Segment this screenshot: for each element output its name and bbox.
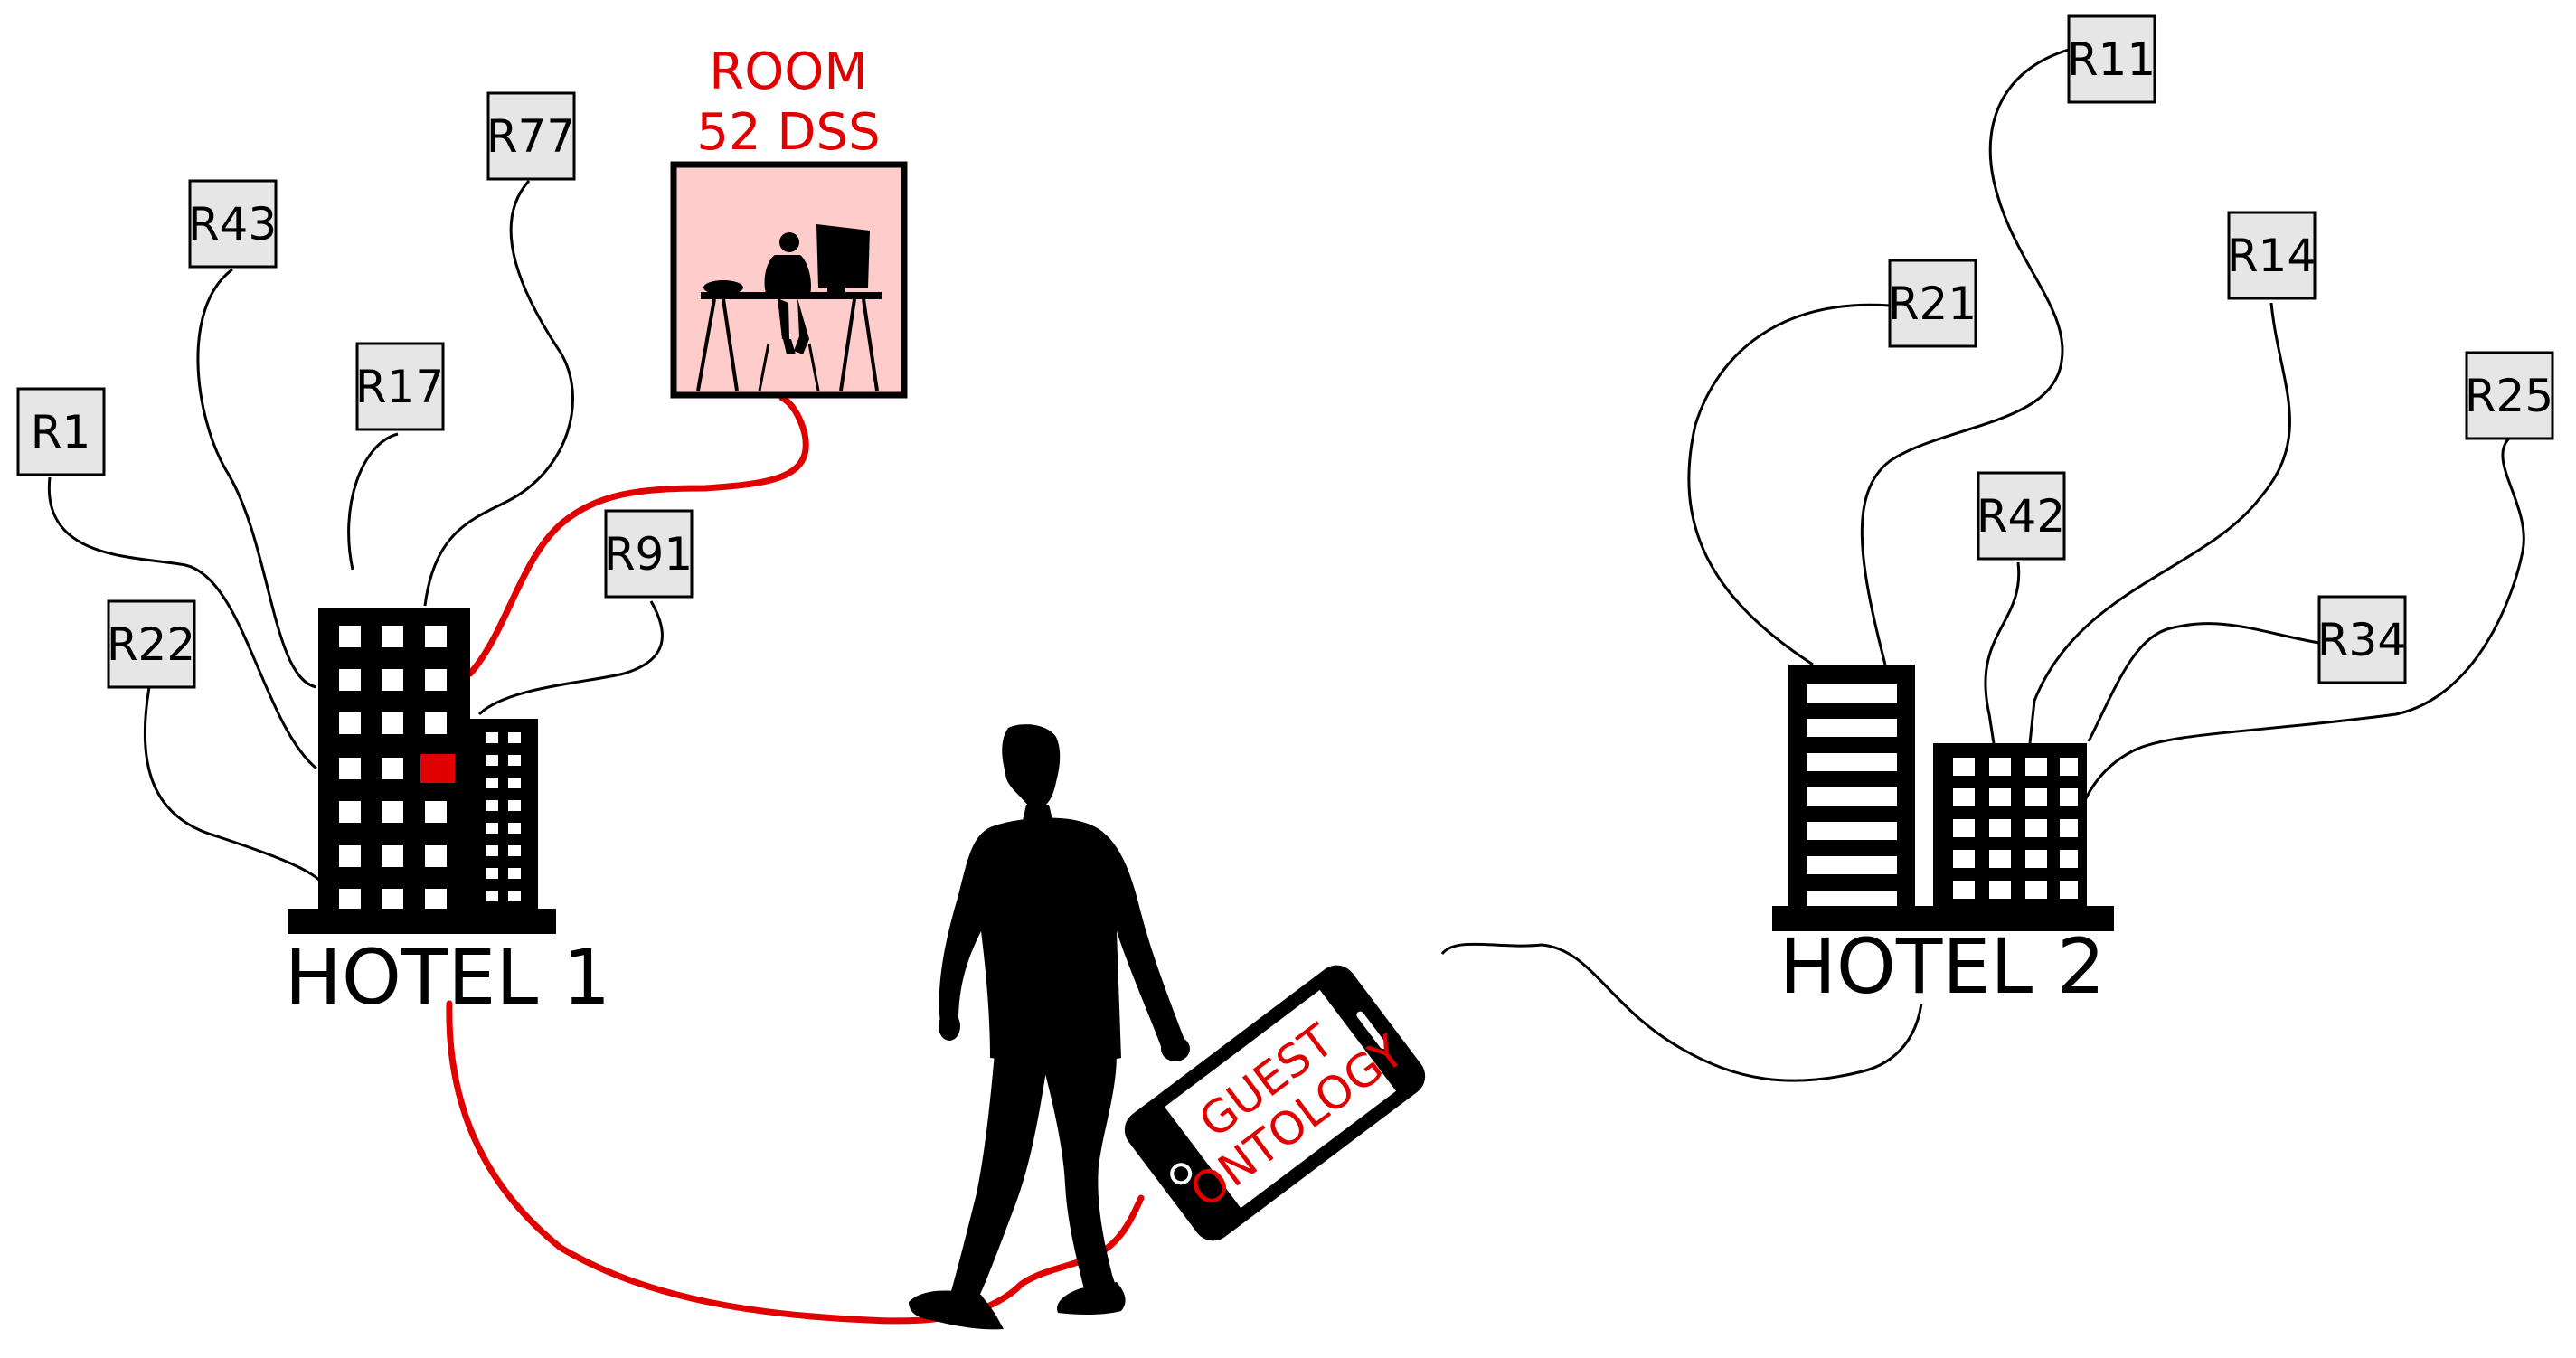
hotel2-connections bbox=[1440, 48, 2525, 1082]
room-box-r17[interactable]: R17 bbox=[355, 342, 445, 431]
room-box-r22[interactable]: R22 bbox=[107, 599, 196, 689]
room-label-r22: R22 bbox=[107, 618, 195, 671]
room-label-r42: R42 bbox=[1977, 490, 2065, 542]
walking-guest-icon bbox=[909, 724, 1190, 1330]
hotel1-building-icon[interactable] bbox=[288, 608, 556, 934]
room-box-r25[interactable]: R25 bbox=[2465, 351, 2554, 440]
room-label-r77: R77 bbox=[486, 110, 575, 163]
hotel1-label: HOTEL 1 bbox=[285, 933, 611, 1022]
room-label-r34: R34 bbox=[2317, 614, 2406, 666]
room-box-r34[interactable]: R34 bbox=[2317, 595, 2407, 684]
room-label-r1: R1 bbox=[31, 406, 91, 458]
hotel2-room-boxes: R21 R11 R42 R14 R34 R25 bbox=[1888, 14, 2554, 684]
room-box-r1[interactable]: R1 bbox=[16, 387, 106, 476]
room-box-r43[interactable]: R43 bbox=[188, 179, 278, 269]
hotel2-label: HOTEL 2 bbox=[1779, 922, 2106, 1011]
room-label-r91: R91 bbox=[604, 528, 693, 580]
room-box-r77[interactable]: R77 bbox=[486, 91, 576, 181]
room-box-r42[interactable]: R42 bbox=[1977, 471, 2066, 561]
hotel1-to-room-dss-link bbox=[467, 394, 809, 677]
room-dss-title-line2: 52 DSS bbox=[696, 103, 880, 162]
room-box-r14[interactable]: R14 bbox=[2227, 211, 2317, 300]
hotel1-room-52-marker bbox=[420, 754, 455, 783]
room-label-r43: R43 bbox=[188, 198, 277, 250]
room-label-r11: R11 bbox=[2067, 33, 2156, 86]
hotel2-building-icon[interactable] bbox=[1772, 665, 2114, 931]
hotel1-connections bbox=[47, 179, 664, 883]
person-at-desk-icon bbox=[696, 224, 882, 391]
room-label-r14: R14 bbox=[2227, 230, 2316, 282]
room-label-r25: R25 bbox=[2465, 370, 2553, 422]
room-label-r21: R21 bbox=[1888, 278, 1977, 330]
room-box-r91[interactable]: R91 bbox=[604, 509, 694, 599]
room-label-r17: R17 bbox=[355, 361, 444, 413]
room-box-r21[interactable]: R21 bbox=[1888, 259, 1977, 348]
room-dss-title-line1: ROOM bbox=[709, 42, 867, 101]
room-dss-panel[interactable]: ROOM 52 DSS bbox=[670, 42, 908, 399]
phone-speaker-icon bbox=[1356, 1011, 1387, 1050]
room-box-r11[interactable]: R11 bbox=[2067, 14, 2156, 104]
hotel1-room-boxes: R1 R22 R43 R17 R77 R91 bbox=[16, 91, 694, 689]
